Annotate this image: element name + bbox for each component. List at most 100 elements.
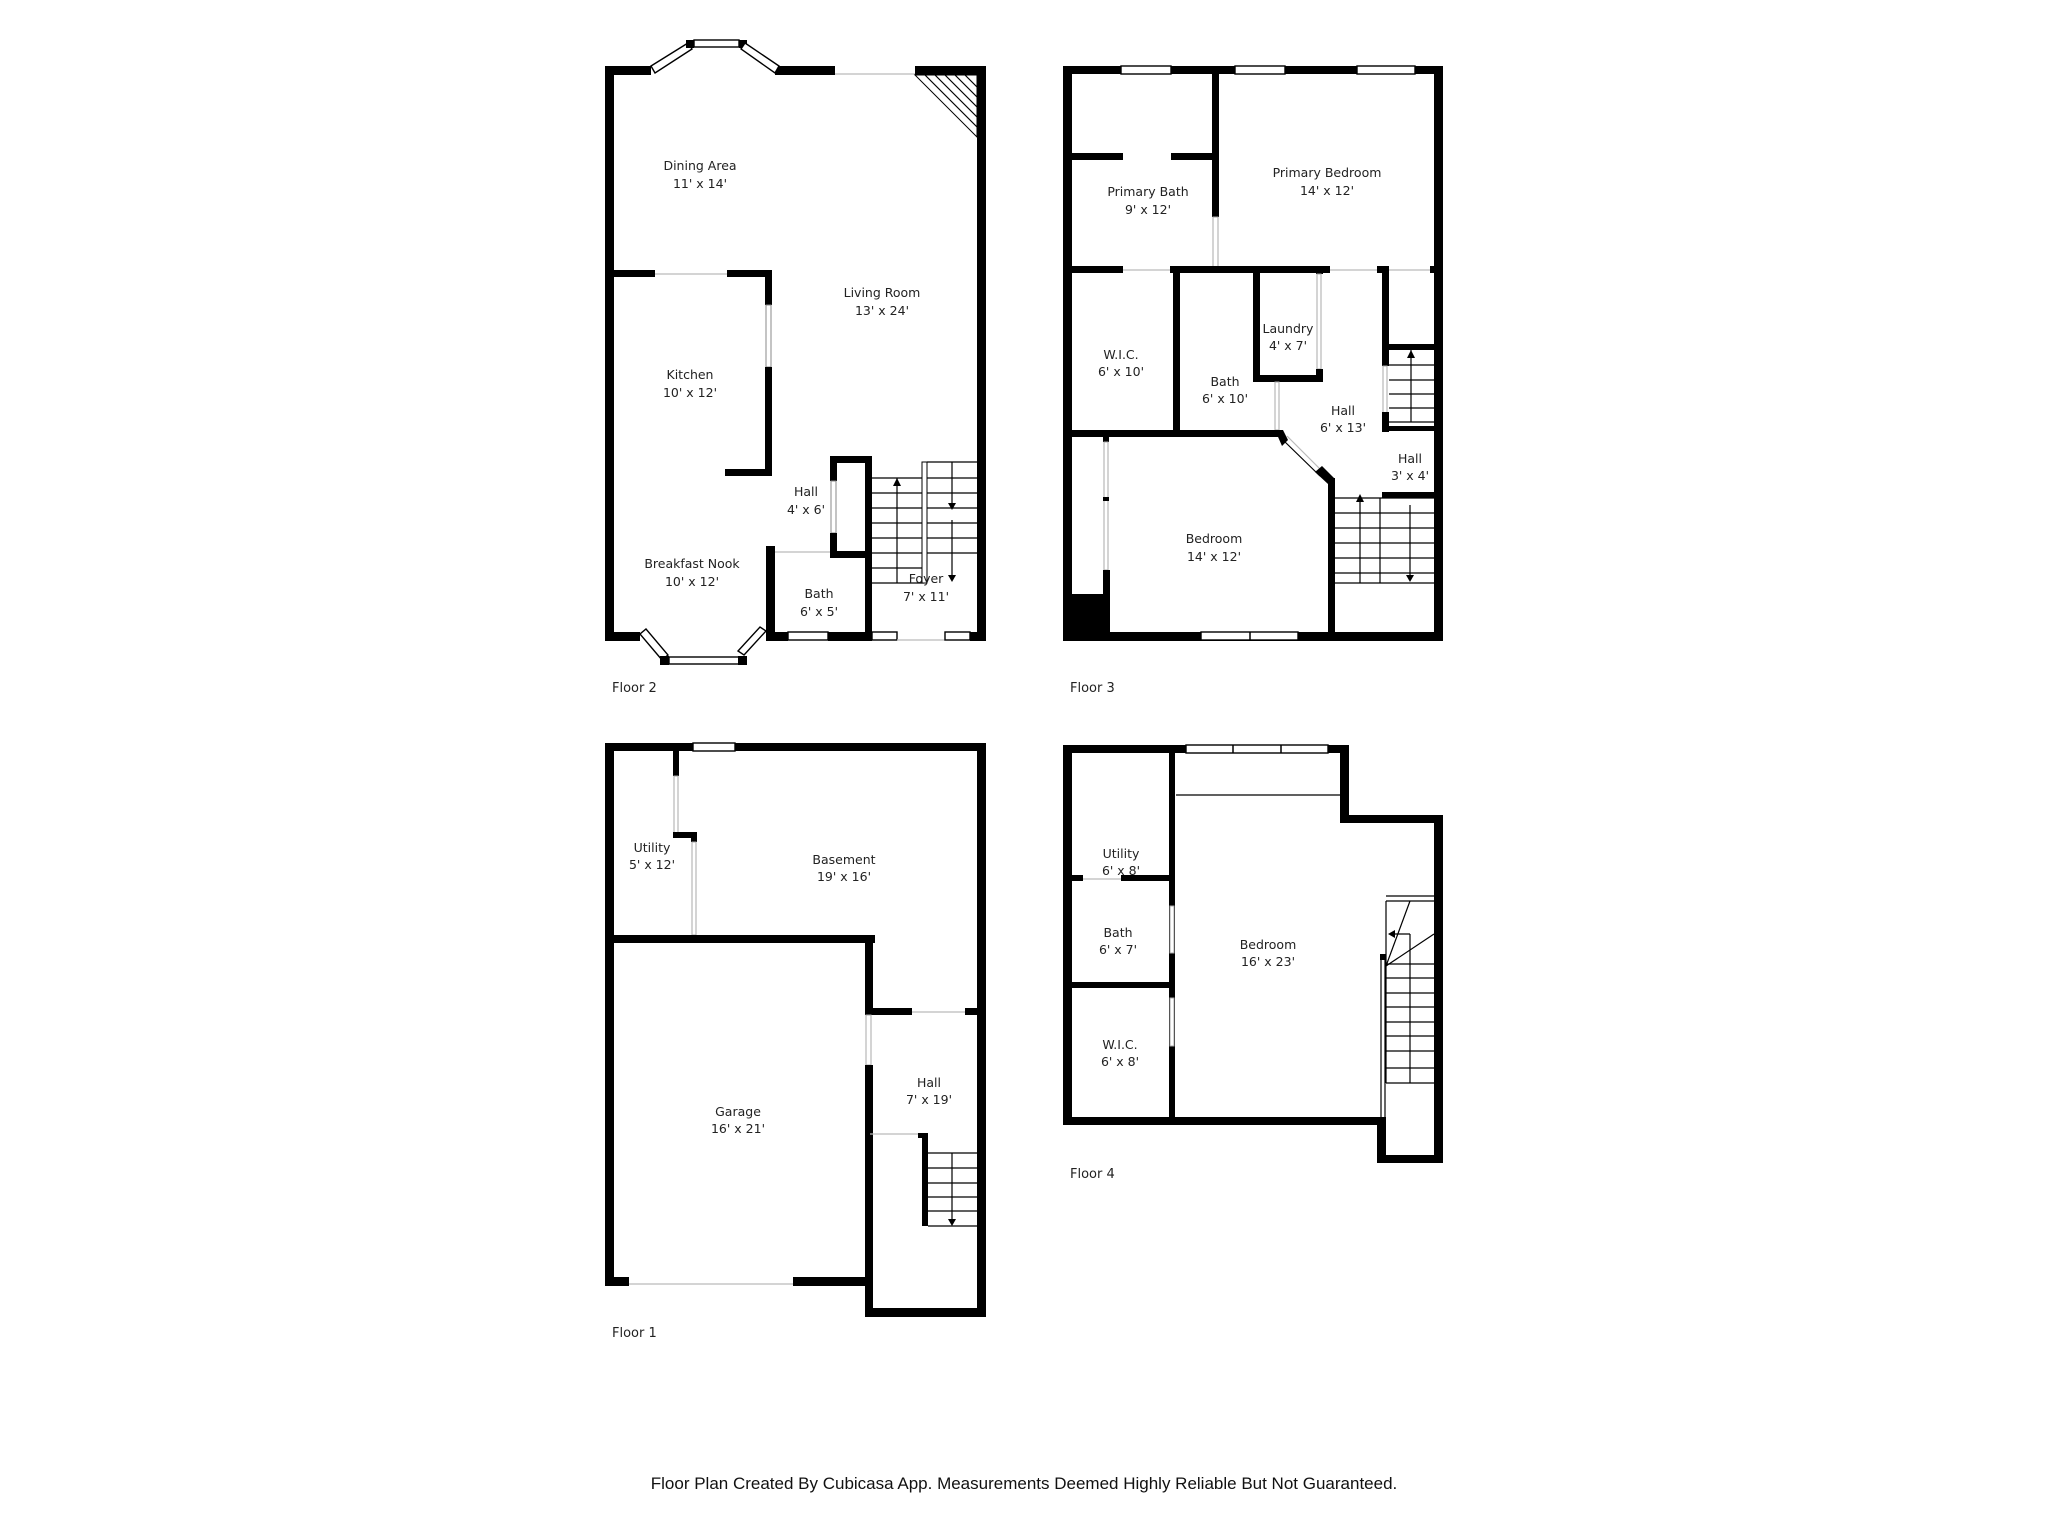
floor1-left-wall bbox=[605, 743, 614, 1286]
room-size-foyer: 7' x 11' bbox=[903, 589, 949, 604]
fireplace-icon bbox=[913, 74, 978, 139]
floor-2-plan: Dining Area 11' x 14' Living Room 13' x … bbox=[605, 39, 986, 696]
laundry-left-wall bbox=[1253, 266, 1260, 381]
floor2-bottom-wall-left bbox=[605, 632, 640, 641]
floor3-structural-block bbox=[1063, 594, 1110, 641]
room-size-utility: 5' x 12' bbox=[629, 857, 675, 872]
garage-right-wall bbox=[865, 1065, 873, 1317]
room-name-bedroom: Bedroom bbox=[1240, 937, 1297, 952]
kitchen-pass-through bbox=[765, 304, 772, 368]
room-name-hall: Hall bbox=[1331, 403, 1355, 418]
floor3-middle-wall bbox=[1170, 266, 1330, 273]
floor3-stairs-lower bbox=[1335, 494, 1434, 584]
bath-left-wall bbox=[766, 546, 775, 641]
kitchen-counter-wall bbox=[725, 469, 772, 476]
room-size-hall: 4' x 6' bbox=[787, 502, 825, 517]
room-name-hall: Hall bbox=[794, 484, 818, 499]
room-name-hall-small: Hall bbox=[1398, 451, 1422, 466]
floor3-stairs-upper bbox=[1389, 350, 1434, 423]
stair-left-wall bbox=[865, 456, 872, 641]
floor2-top-wall-mid bbox=[775, 66, 835, 75]
foyer-window-left bbox=[871, 631, 898, 641]
foyer-window-right bbox=[944, 631, 971, 641]
bath-window bbox=[787, 631, 829, 641]
floor4-left-wall bbox=[1063, 745, 1072, 1125]
room-size-bath: 6' x 7' bbox=[1099, 942, 1137, 957]
room-size-hall: 6' x 13' bbox=[1320, 420, 1366, 435]
kitchen-top-wall-left bbox=[605, 270, 655, 277]
room-name-basement: Basement bbox=[812, 852, 875, 867]
floor2-right-wall bbox=[977, 66, 986, 641]
room-name-wic: W.I.C. bbox=[1102, 1037, 1137, 1052]
hall-closet-top bbox=[830, 456, 872, 463]
room-size-breakfast-nook: 10' x 12' bbox=[665, 574, 719, 589]
room-size-hall: 7' x 19' bbox=[906, 1092, 952, 1107]
primary-divider-wall bbox=[1212, 74, 1219, 217]
room-name-foyer: Foyer bbox=[909, 571, 944, 586]
floor-1-plan: Utility 5' x 12' Basement 19' x 16' Gara… bbox=[605, 742, 986, 1341]
laundry-bottom-wall bbox=[1253, 375, 1321, 382]
room-size-bedroom: 14' x 12' bbox=[1187, 549, 1241, 564]
floor-4-label: Floor 4 bbox=[1070, 1167, 1115, 1182]
room-name-wic: W.I.C. bbox=[1103, 347, 1138, 362]
floor1-top-wall bbox=[735, 743, 985, 751]
floor-4-plan: Utility 6' x 8' Bath 6' x 7' W.I.C. 6' x… bbox=[1063, 744, 1443, 1182]
floor-2-label: Floor 2 bbox=[612, 681, 657, 696]
hall-closet-door bbox=[830, 480, 837, 534]
primary-bath-window bbox=[1120, 65, 1172, 75]
room-name-utility: Utility bbox=[1103, 846, 1140, 861]
small-hall-bottom bbox=[1382, 492, 1434, 498]
primary-bedroom-window-right bbox=[1356, 65, 1416, 75]
room-name-kitchen: Kitchen bbox=[667, 367, 714, 382]
room-name-bath: Bath bbox=[1210, 374, 1239, 389]
room-name-primary-bath: Primary Bath bbox=[1107, 184, 1188, 199]
room-size-bedroom: 16' x 23' bbox=[1241, 954, 1295, 969]
room-size-bath: 6' x 5' bbox=[800, 604, 838, 619]
room-name-bedroom: Bedroom bbox=[1186, 531, 1243, 546]
kitchen-right-wall-bottom bbox=[765, 367, 772, 475]
room-size-laundry: 4' x 7' bbox=[1269, 338, 1307, 353]
room-size-primary-bedroom: 14' x 12' bbox=[1300, 183, 1354, 198]
floor4-right-wall bbox=[1434, 815, 1443, 1163]
floor2-top-wall-left bbox=[605, 66, 651, 75]
basement-window bbox=[692, 742, 736, 752]
room-name-living-room: Living Room bbox=[844, 285, 921, 300]
room-name-laundry: Laundry bbox=[1263, 321, 1315, 336]
floor-3-plan: Primary Bath 9' x 12' Primary Bedroom 14… bbox=[1063, 65, 1443, 696]
room-size-garage: 16' x 21' bbox=[711, 1121, 765, 1136]
room-name-hall: Hall bbox=[917, 1075, 941, 1090]
floor4-bedroom-window bbox=[1185, 744, 1329, 754]
floor3-left-wall bbox=[1063, 66, 1072, 641]
kitchen-right-wall-top bbox=[765, 270, 772, 305]
room-size-basement: 19' x 16' bbox=[817, 869, 871, 884]
garage-top-wall bbox=[605, 935, 875, 943]
room-size-living-room: 13' x 24' bbox=[855, 303, 909, 318]
room-name-breakfast-nook: Breakfast Nook bbox=[644, 556, 740, 571]
hall-closet-bottom bbox=[830, 551, 872, 558]
primary-bedroom-window-left bbox=[1234, 65, 1286, 75]
floor2-stairs bbox=[872, 461, 977, 584]
room-size-hall-small: 3' x 4' bbox=[1391, 468, 1429, 483]
room-size-wic: 6' x 10' bbox=[1098, 364, 1144, 379]
room-size-utility: 6' x 8' bbox=[1102, 863, 1140, 878]
room-size-dining-area: 11' x 14' bbox=[673, 176, 727, 191]
floor4-stairs bbox=[1385, 895, 1435, 1084]
room-name-primary-bedroom: Primary Bedroom bbox=[1273, 165, 1382, 180]
floor1-hall-bottom bbox=[865, 1308, 986, 1317]
floor2-bay-window-bottom bbox=[639, 626, 768, 665]
floor-1-label: Floor 1 bbox=[612, 1326, 657, 1341]
room-size-primary-bath: 9' x 12' bbox=[1125, 202, 1171, 217]
floor1-stairs bbox=[928, 1152, 977, 1227]
floor2-left-wall bbox=[605, 66, 614, 641]
floor3-right-wall bbox=[1434, 66, 1443, 641]
kitchen-top-wall-right bbox=[727, 270, 772, 277]
room-size-bath: 6' x 10' bbox=[1202, 391, 1248, 406]
room-name-utility: Utility bbox=[634, 840, 671, 855]
room-name-bath: Bath bbox=[1103, 925, 1132, 940]
room-name-bath: Bath bbox=[804, 586, 833, 601]
room-size-kitchen: 10' x 12' bbox=[663, 385, 717, 400]
floor2-bay-window-top bbox=[650, 39, 780, 75]
floor3-lower-wall bbox=[1071, 430, 1279, 437]
floor2-top-wall-right bbox=[915, 66, 985, 75]
